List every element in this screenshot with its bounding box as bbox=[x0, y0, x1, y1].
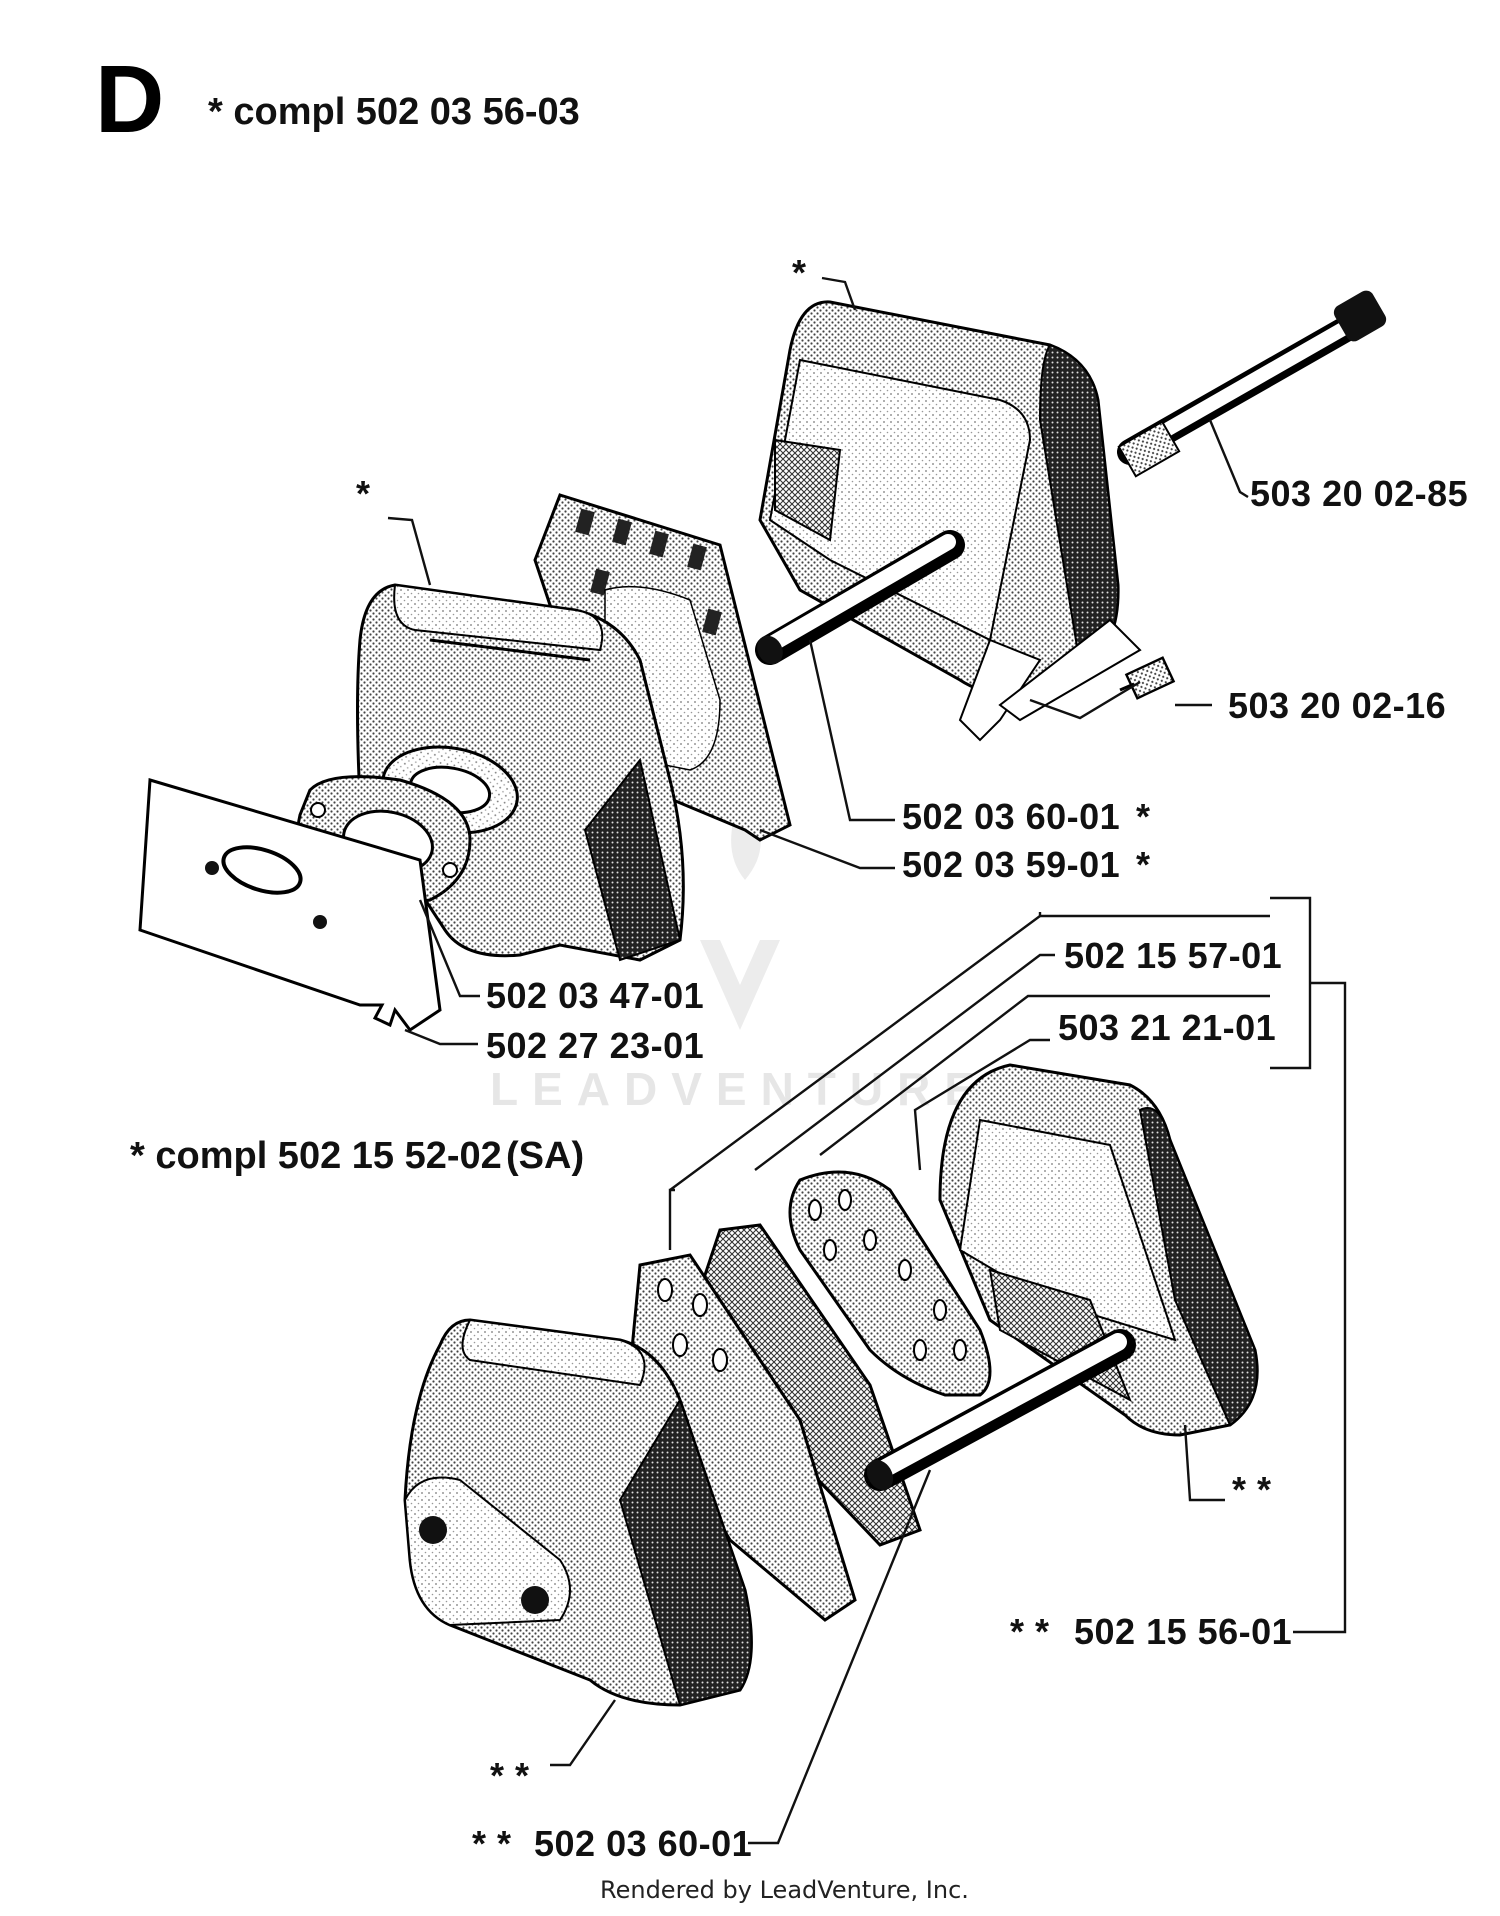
leadventure-watermark-logo: LEADVENTURE bbox=[490, 800, 989, 1115]
callout-sa-group-part-number: 502 15 56-01 bbox=[1074, 1611, 1292, 1652]
small-screw-illustration bbox=[1119, 656, 1176, 700]
callout-gasket-part-number: 502 03 47-01 bbox=[486, 975, 704, 1016]
callout-bolt-part-number: 503 20 02-85 bbox=[1250, 473, 1468, 514]
callout-tube-star: * bbox=[1136, 796, 1151, 837]
callout-sa-tube-marker: * * bbox=[472, 1823, 512, 1864]
watermark-text: LEADVENTURE bbox=[490, 1063, 989, 1115]
sa-perforated-plate-illustration bbox=[788, 1170, 992, 1397]
sa-muffler-body-illustration bbox=[403, 1318, 753, 1707]
callout-plate-part-number: 502 03 59-01 bbox=[902, 844, 1120, 885]
callout-heat-shield-part-number: 502 27 23-01 bbox=[486, 1025, 704, 1066]
callout-screw-part-number: 503 20 02-16 bbox=[1228, 685, 1446, 726]
sa-suffix-label: (SA) bbox=[506, 1135, 584, 1177]
section-letter: D bbox=[95, 46, 164, 153]
callout-sa-part-2: 503 21 21-01 bbox=[1058, 1007, 1276, 1048]
callout-rear-cover-star: * bbox=[792, 252, 807, 293]
callout-sa-part-1: 502 15 57-01 bbox=[1064, 935, 1282, 976]
callout-sa-group-marker: * * bbox=[1010, 1611, 1050, 1652]
callout-tube-part-number: 502 03 60-01 bbox=[902, 796, 1120, 837]
heat-shield-illustration bbox=[138, 778, 442, 1033]
callout-plate-star: * bbox=[1136, 844, 1151, 885]
sa-spacer-tube-illustration bbox=[864, 1329, 1136, 1491]
long-bolt-illustration bbox=[1117, 290, 1387, 478]
sa-assembly-label: * compl 502 15 52-02 bbox=[130, 1135, 502, 1177]
spacer-tube-illustration bbox=[755, 530, 965, 665]
callout-sa-tube-part-number: 502 03 60-01 bbox=[534, 1823, 752, 1864]
callout-front-cover-star: * bbox=[356, 473, 371, 514]
callout-sa-cover-marker: * * bbox=[1232, 1469, 1272, 1510]
callout-sa-front-marker: * * bbox=[490, 1755, 530, 1796]
footer-credit: Rendered by LeadVenture, Inc. bbox=[600, 1876, 969, 1904]
leader-lines bbox=[387, 276, 1347, 1845]
header-assembly-label: * compl 502 03 56-03 bbox=[208, 91, 580, 133]
